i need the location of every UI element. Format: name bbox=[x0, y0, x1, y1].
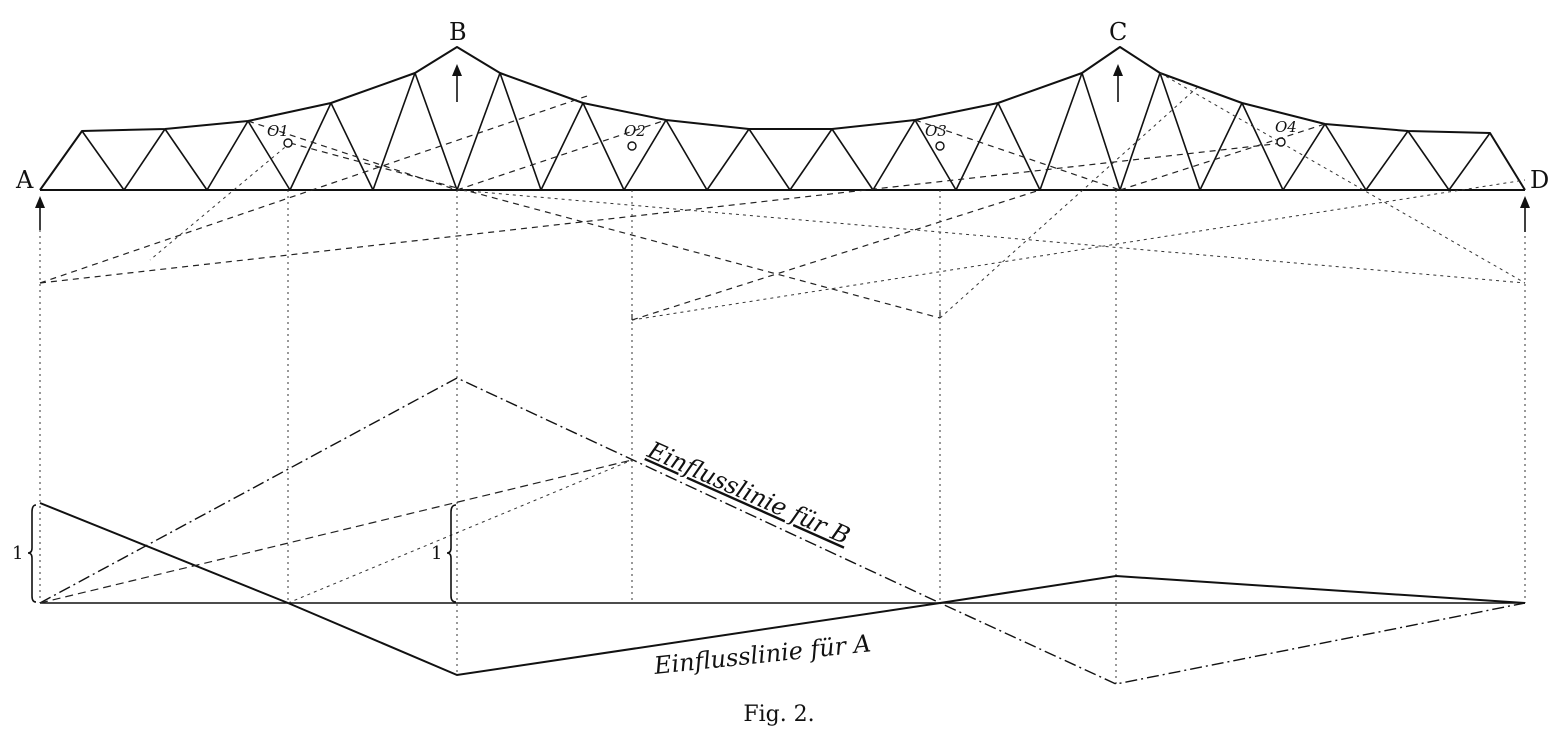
unit-bracket-left bbox=[27, 504, 37, 603]
figure-caption: Fig. 2. bbox=[743, 702, 815, 727]
web-member bbox=[456, 72, 501, 191]
construction-line bbox=[149, 142, 291, 261]
support-arrow-c bbox=[1113, 64, 1123, 102]
support-arrows bbox=[35, 64, 1530, 232]
influence-line-b bbox=[39, 377, 1526, 685]
node-label-a: A bbox=[15, 166, 34, 194]
construction-line bbox=[456, 119, 667, 191]
web-member bbox=[414, 72, 458, 191]
node-label-d: D bbox=[1530, 166, 1549, 194]
web-member bbox=[582, 102, 625, 191]
web-member bbox=[1448, 132, 1491, 191]
web-member bbox=[748, 128, 791, 191]
hinge-label-o1: O1 bbox=[267, 122, 289, 140]
influence-lines bbox=[39, 377, 1526, 685]
construction-line bbox=[289, 142, 941, 319]
web-member bbox=[623, 119, 667, 191]
web-member bbox=[789, 128, 833, 191]
support-arrow-d bbox=[1520, 196, 1530, 232]
web-member bbox=[247, 120, 291, 191]
node-labels: A B C D bbox=[15, 18, 1549, 194]
projector-lines bbox=[39, 190, 1526, 684]
hinge-o4 bbox=[1276, 137, 1286, 147]
web-member bbox=[1282, 123, 1326, 191]
web-member bbox=[914, 119, 957, 191]
web-member bbox=[1081, 72, 1121, 191]
influence-aux-line bbox=[287, 459, 633, 604]
influence-label-a: Einflusslinie für A bbox=[652, 629, 873, 680]
influence-line-a bbox=[39, 502, 1526, 677]
unit-mark-mid: 1 bbox=[431, 543, 442, 564]
web-member bbox=[1119, 72, 1161, 191]
construction-line bbox=[39, 94, 591, 284]
web-member bbox=[665, 119, 708, 191]
unit-brackets: 1 1 bbox=[12, 504, 457, 603]
hinges: O1 O2 O3 O4 bbox=[267, 118, 1297, 151]
node-label-c: C bbox=[1109, 18, 1127, 46]
construction-line bbox=[939, 84, 1201, 319]
hinge-o3 bbox=[935, 141, 945, 151]
web-member bbox=[955, 102, 999, 191]
construction-line bbox=[456, 189, 1526, 284]
unit-mark-left: 1 bbox=[12, 543, 23, 564]
web-member bbox=[1039, 72, 1083, 191]
truss bbox=[39, 46, 1526, 191]
web-member bbox=[1365, 130, 1409, 191]
influence-label-b: Einflusslinie für B bbox=[643, 435, 855, 550]
truss-top-chord bbox=[39, 46, 1526, 191]
web-member bbox=[123, 128, 166, 191]
web-member bbox=[1159, 72, 1201, 191]
web-member bbox=[372, 72, 416, 191]
truss-web bbox=[81, 72, 1491, 191]
hinge-o2 bbox=[627, 141, 637, 151]
construction-line bbox=[1119, 123, 1326, 191]
construction-lines bbox=[39, 72, 1526, 321]
web-member bbox=[1199, 102, 1243, 191]
support-arrow-b bbox=[452, 64, 462, 102]
construction-line bbox=[914, 119, 1121, 191]
web-member bbox=[997, 102, 1041, 191]
web-member bbox=[206, 120, 249, 191]
web-member bbox=[499, 72, 542, 191]
web-member bbox=[289, 102, 332, 191]
node-label-b: B bbox=[449, 18, 467, 46]
web-member bbox=[706, 128, 750, 191]
web-member bbox=[1241, 102, 1284, 191]
support-arrow-a bbox=[35, 196, 45, 230]
web-member bbox=[164, 128, 208, 191]
web-member bbox=[81, 130, 125, 191]
construction-line bbox=[1159, 72, 1526, 284]
construction-line bbox=[247, 120, 458, 191]
construction-line bbox=[39, 142, 1284, 284]
influence-aux-line bbox=[39, 459, 633, 604]
hinge-label-o2: O2 bbox=[624, 122, 646, 140]
web-member bbox=[872, 119, 916, 191]
web-member bbox=[540, 102, 584, 191]
web-member bbox=[1407, 130, 1450, 191]
unit-bracket-mid bbox=[446, 504, 457, 603]
web-member bbox=[831, 128, 874, 191]
hinge-label-o4: O4 bbox=[1275, 118, 1297, 136]
construction-line bbox=[631, 189, 1041, 321]
web-member bbox=[330, 102, 374, 191]
hinge-label-o3: O3 bbox=[925, 122, 947, 140]
web-member bbox=[1324, 123, 1367, 191]
hinge-o1 bbox=[283, 138, 293, 148]
